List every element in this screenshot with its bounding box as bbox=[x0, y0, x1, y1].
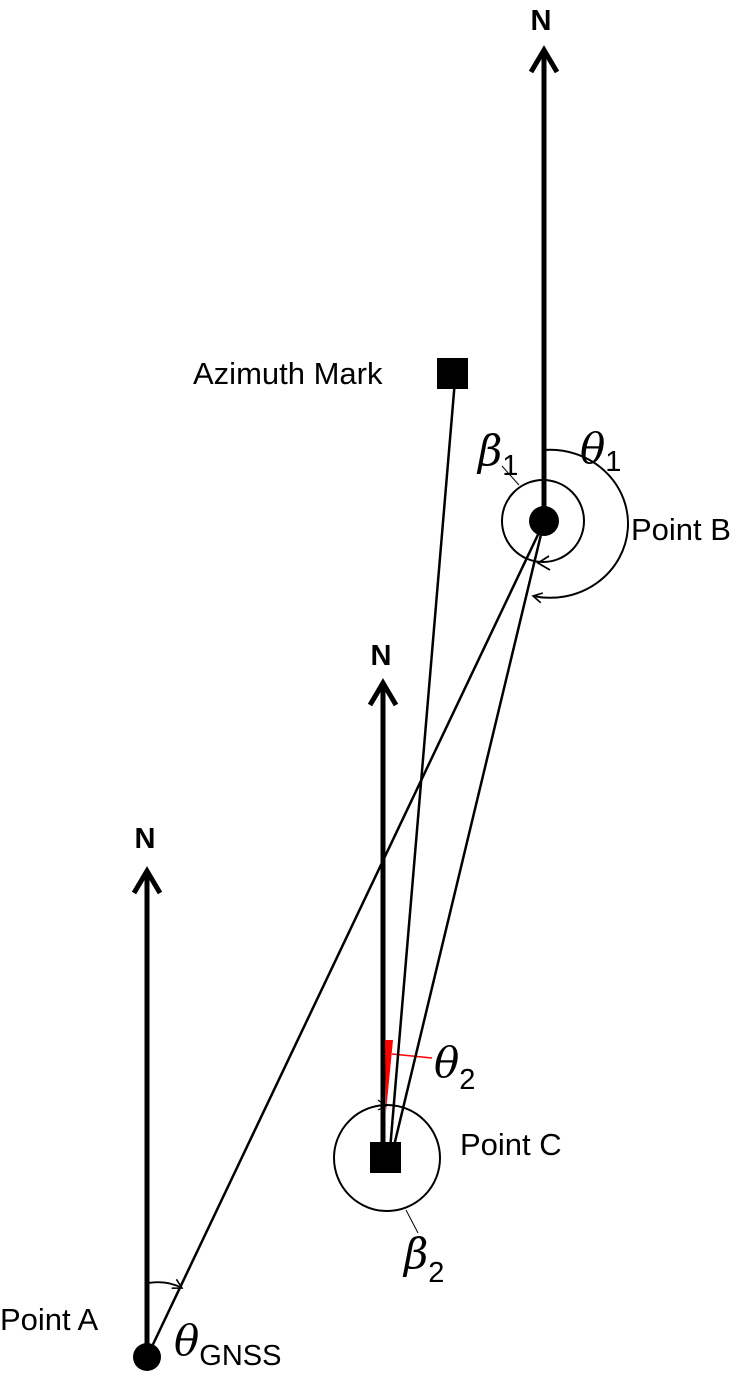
north-label: N bbox=[371, 640, 392, 672]
theta1-arc bbox=[531, 448, 629, 604]
beta2-circle bbox=[333, 1104, 441, 1212]
north-arrow-a: N bbox=[131, 823, 163, 1357]
point-a-marker bbox=[133, 1343, 161, 1371]
beta2-label: β2 bbox=[402, 1229, 444, 1289]
azimuth-mark-label: Azimuth Mark bbox=[193, 356, 383, 391]
point-b-label: Point B bbox=[631, 512, 731, 547]
beta1-arrow bbox=[536, 555, 551, 571]
azimuth-mark-marker bbox=[437, 358, 468, 389]
north-arrow-c: N bbox=[367, 640, 399, 1157]
point-a-label: Point A bbox=[0, 1302, 99, 1337]
line-c-to-b bbox=[391, 521, 546, 1151]
line-c-to-azimuth-mark bbox=[388, 379, 457, 1151]
line-a-to-b bbox=[145, 521, 546, 1358]
theta2-wedge bbox=[385, 1040, 393, 1112]
north-label: N bbox=[531, 5, 552, 37]
north-arrow-b: N bbox=[528, 5, 560, 522]
theta1-label: θ1 bbox=[580, 424, 621, 478]
beta2-leader bbox=[405, 1209, 419, 1234]
theta-gnss-label: θGNSS bbox=[174, 1316, 281, 1372]
point-c-marker bbox=[370, 1142, 401, 1173]
beta1-leader bbox=[501, 465, 520, 486]
point-b-marker bbox=[529, 506, 559, 536]
beta1-label: β1 bbox=[476, 426, 518, 482]
point-c-label: Point C bbox=[460, 1127, 562, 1162]
north-label: N bbox=[135, 823, 156, 855]
theta2-label: θ2 bbox=[434, 1038, 475, 1096]
theta-gnss-arc bbox=[147, 1278, 184, 1289]
beta1-circle bbox=[501, 479, 585, 563]
